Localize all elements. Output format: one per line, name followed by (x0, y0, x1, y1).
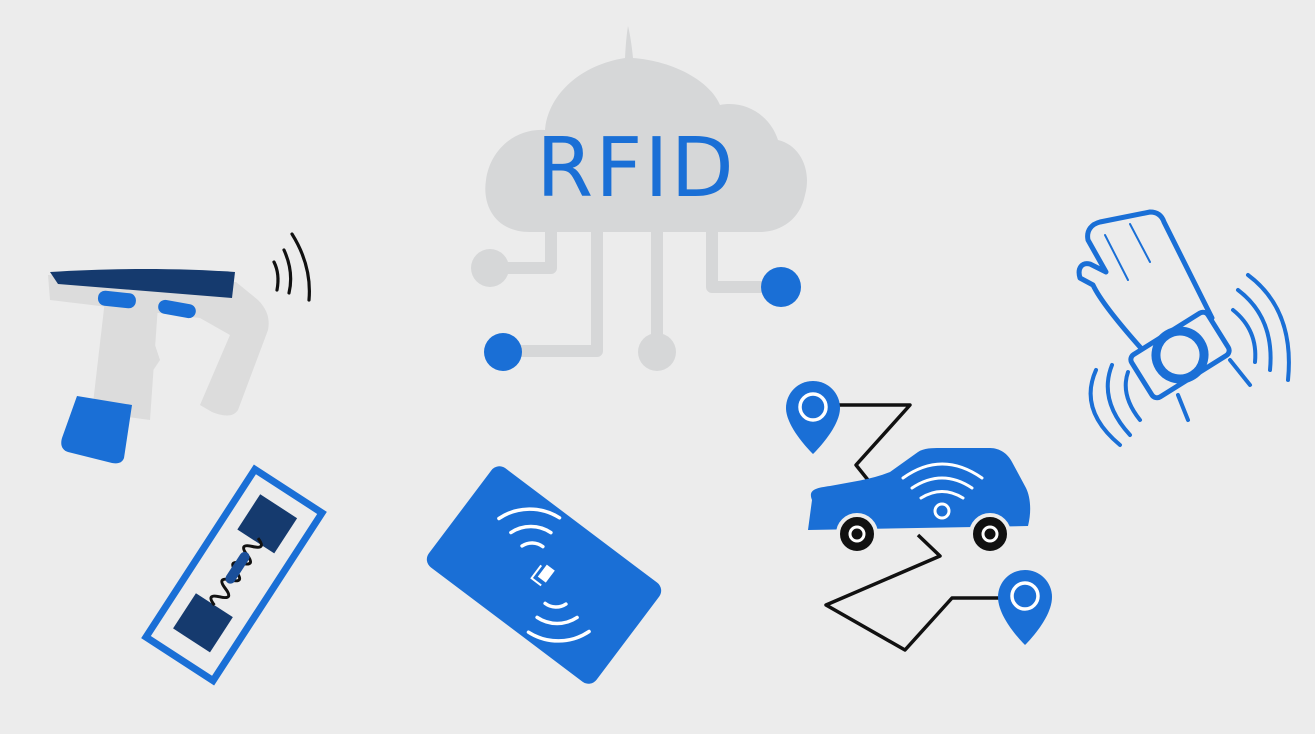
node-dot-blue-left (484, 333, 522, 371)
cloud-title: RFID (536, 121, 735, 216)
rfid-tag-icon (141, 464, 327, 686)
rfid-card-icon (426, 466, 662, 684)
rfid-wristband-icon (1076, 209, 1291, 447)
cloud-icon: RFID (471, 26, 807, 371)
node-dot-blue-right (761, 267, 801, 307)
scanner-icon (48, 232, 311, 464)
location-pin-icon (786, 381, 840, 454)
location-pin-icon (998, 570, 1052, 645)
connected-car-icon (786, 381, 1052, 652)
